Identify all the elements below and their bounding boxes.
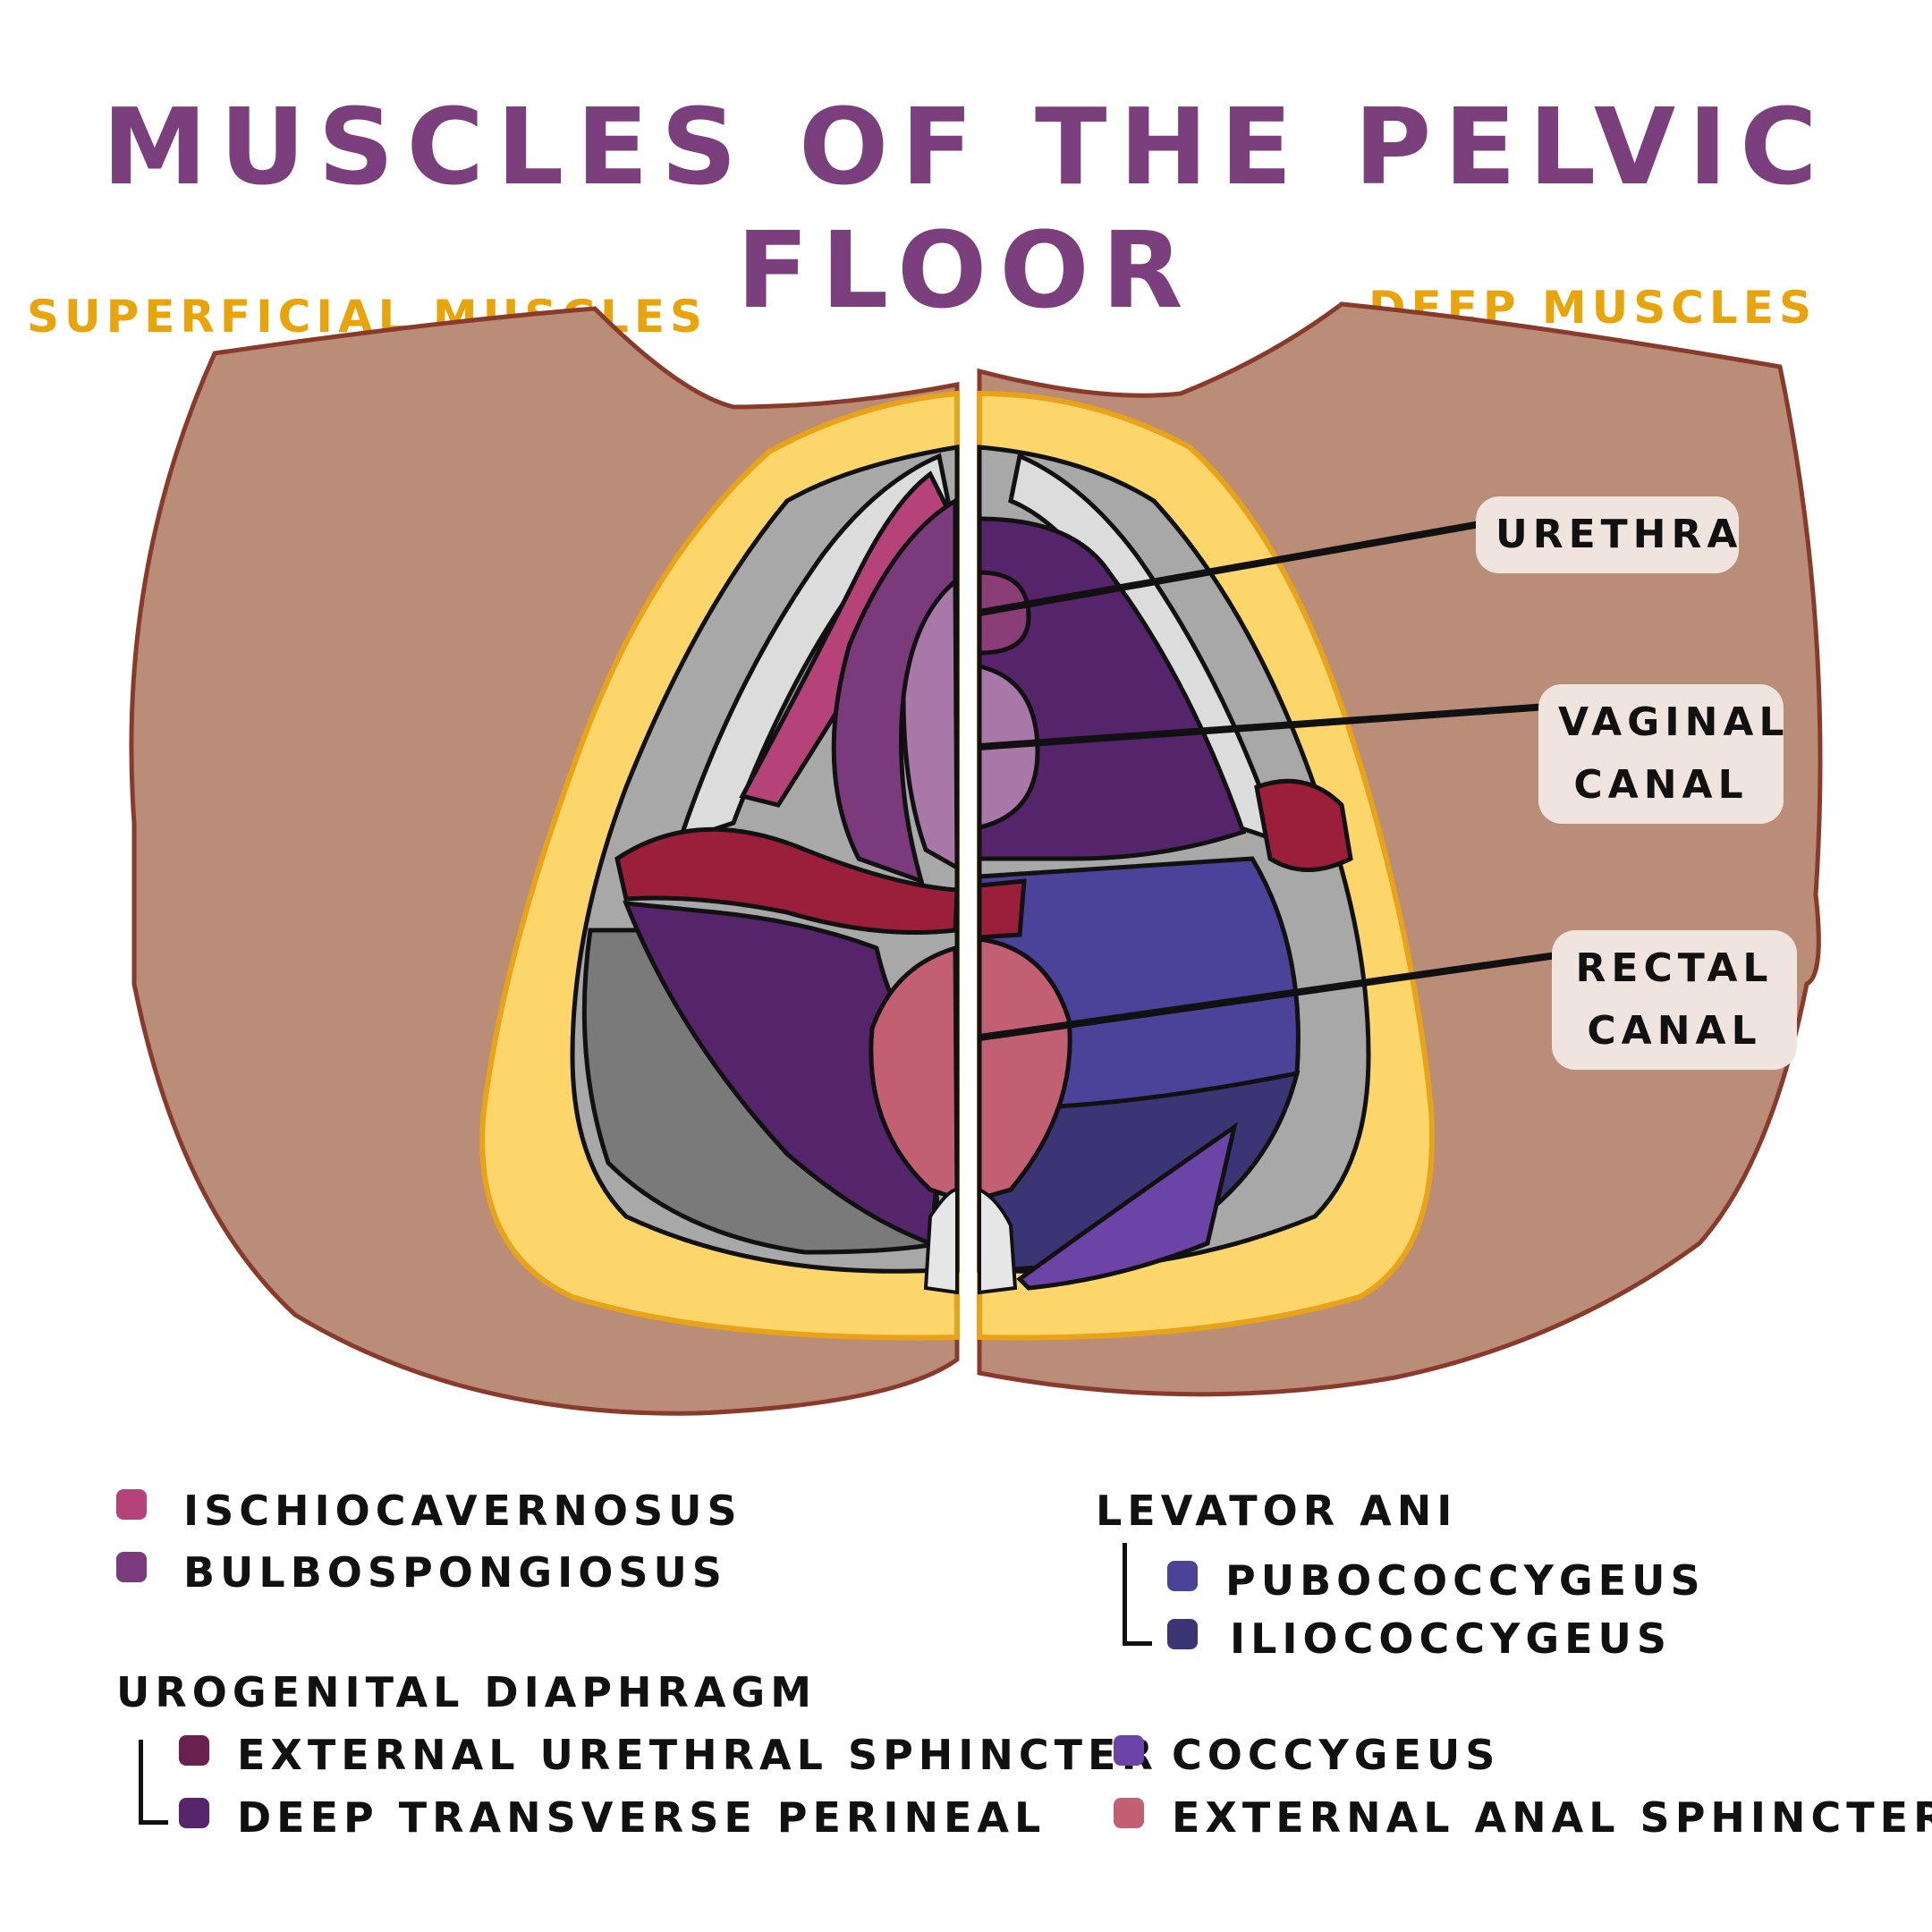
anal-sphincter-left — [869, 945, 960, 1202]
vaginal-pointer — [979, 703, 1548, 750]
bulbospongiosus-legend-label: BULBOSPONGIOSUS — [183, 1548, 727, 1597]
levator-left — [623, 901, 951, 1247]
deep-transverse-perineal-legend-label: DEEP TRANSVERSE PERINEAL — [237, 1793, 1046, 1842]
coccyx-left — [923, 1187, 959, 1295]
urogenital-bracket — [139, 1740, 168, 1825]
bulbospongiosus-swatch — [116, 1552, 147, 1582]
external-anal-sphincter-swatch — [1114, 1798, 1144, 1828]
anal-sphincter-right — [977, 936, 1072, 1202]
urogenital-diaphragm-heading: UROGENITAL DIAPHRAGM — [116, 1668, 818, 1716]
ischiocavernosus-swatch — [116, 1489, 147, 1520]
urethra-pointer — [979, 520, 1486, 616]
coccygeus-swatch — [1114, 1735, 1144, 1766]
vaginal-canal-callout: VAGINAL CANAL — [1538, 684, 1784, 824]
coccygeus-right — [1016, 1122, 1238, 1291]
deep-transverse-right — [1254, 778, 1353, 872]
ischiocavernosus-legend-label: ISCHIOCAVERNOSUS — [183, 1487, 742, 1535]
coccyx-right — [978, 1186, 1018, 1295]
levator-ani-bracket — [1123, 1543, 1152, 1646]
deep-transverse-perineal-swatch — [179, 1798, 209, 1828]
credit-handle: @SPOONIE_OT — [66, 1029, 106, 1333]
urethra-opening — [977, 570, 1031, 656]
transverse-perineal-left — [614, 826, 960, 935]
pubococcygeus-swatch — [1167, 1561, 1198, 1591]
deep-half — [977, 301, 1823, 1397]
vestibule-left — [901, 576, 960, 872]
external-urethral-sphincter-legend-label: EXTERNAL URETHRAL SPHINCTER — [237, 1731, 1158, 1779]
page-title: MUSCLES OF THE PELVIC FLOOR — [102, 85, 1830, 332]
levator-ani-heading: LEVATOR ANI — [1096, 1487, 1458, 1535]
external-urethral-sphincter-swatch — [179, 1735, 209, 1766]
urethra-callout: URETHRA — [1476, 496, 1739, 573]
rectal-canal-callout: RECTAL CANAL — [1552, 930, 1797, 1070]
superficial-half — [129, 306, 960, 1416]
external-anal-sphincter-legend-label: EXTERNAL ANAL SPHINCTER — [1172, 1793, 1932, 1842]
iliococcygeus-legend-label: ILIOCOCCYGEUS — [1230, 1614, 1672, 1663]
perineal-body-right — [977, 878, 1027, 940]
pubococcygeus-legend-label: PUBOCOCCYGEUS — [1225, 1556, 1706, 1605]
coccygeus-legend-label: COCCYGEUS — [1172, 1731, 1501, 1779]
rectal-pointer — [979, 952, 1557, 1041]
iliococcygeus-swatch — [1167, 1619, 1198, 1649]
